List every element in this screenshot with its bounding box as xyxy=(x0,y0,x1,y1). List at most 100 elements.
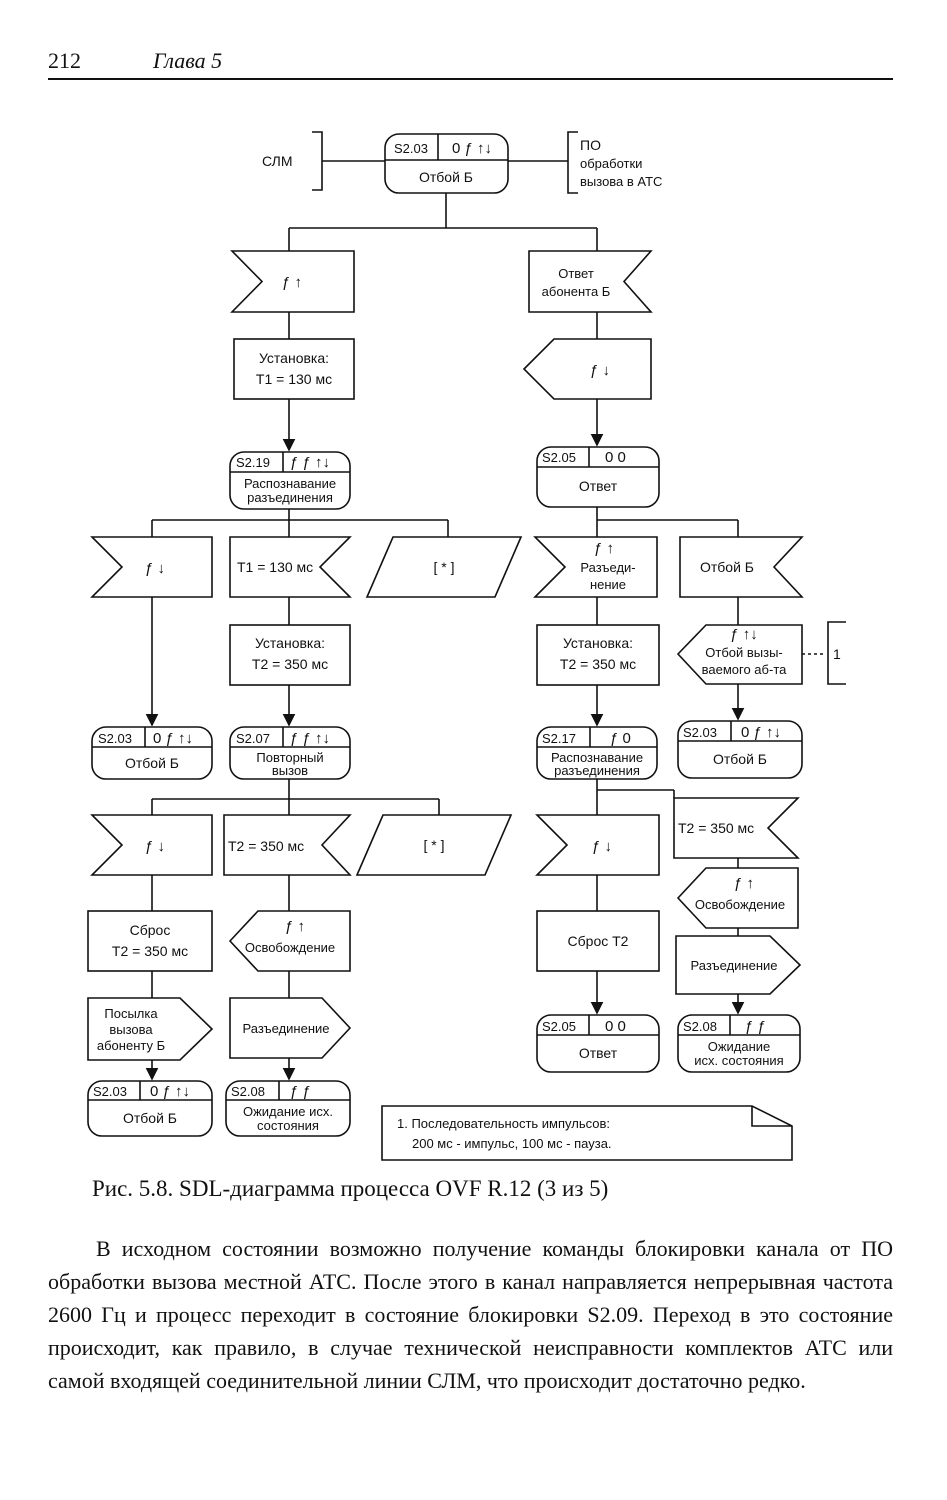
external-po-label-2: обработки xyxy=(580,156,642,171)
input-in2-line1: Ответ xyxy=(558,266,594,281)
input-in4 xyxy=(229,536,352,598)
figure-caption: Рис. 5.8. SDL-диаграмма процесса OVF R.1… xyxy=(92,1176,609,1201)
output-o2-line2: Отбой вызы- xyxy=(705,645,783,660)
save-sv2-label: [ * ] xyxy=(423,837,444,853)
task-t3 xyxy=(536,624,660,686)
task-t5-label: Сброс Т2 xyxy=(568,933,629,949)
state-s9 xyxy=(225,1080,351,1137)
input-in5-line2: Разъеди- xyxy=(580,560,635,575)
output-o2-line1: ƒ ↑↓ xyxy=(730,626,758,643)
save-sv2 xyxy=(355,814,513,876)
state-s10-signal: 0 0 xyxy=(605,1018,626,1035)
input-in1-label: ƒ ↑ xyxy=(282,274,302,291)
state-s3-signal: 0 0 xyxy=(605,449,626,466)
note-line1: 1. Последовательность импульсов: xyxy=(397,1116,610,1131)
state-s6-name-1: Распознавание xyxy=(551,750,643,765)
state-s7-code: S2.03 xyxy=(683,725,717,740)
output-o4 xyxy=(228,910,351,972)
state-s9-signal: ƒ ƒ xyxy=(290,1083,311,1100)
state-s5-signal: ƒ ƒ ↑↓ xyxy=(290,730,330,747)
input-in9-label: ƒ ↓ xyxy=(592,838,612,855)
state-s3 xyxy=(536,446,660,508)
state-s1-name: Отбой Б xyxy=(419,169,473,185)
input-in6-label: Отбой Б xyxy=(700,559,754,575)
output-o7 xyxy=(675,935,802,995)
task-t1-line2: Т1 = 130 мс xyxy=(256,371,332,387)
state-s2-name-2: разъединения xyxy=(247,490,333,505)
input-in7-label: ƒ ↓ xyxy=(145,838,165,855)
state-s6-code: S2.17 xyxy=(542,731,576,746)
save-sv1 xyxy=(365,536,523,598)
sdl-diagram: СЛМ ПО обработки вызова в АТС S2.03 0 ƒ … xyxy=(87,131,846,1161)
output-o4-line2: Освобождение xyxy=(245,940,335,955)
state-s2-code: S2.19 xyxy=(236,455,270,470)
state-s4 xyxy=(91,726,213,780)
state-s11-code: S2.08 xyxy=(683,1019,717,1034)
input-in10 xyxy=(673,797,800,859)
state-s7-signal: 0 ƒ ↑↓ xyxy=(741,724,781,741)
note-line2: 200 мс - импульс, 100 мс - пауза. xyxy=(412,1136,612,1151)
state-s1-signal: 0 ƒ ↑↓ xyxy=(452,140,492,157)
output-o3 xyxy=(87,997,214,1061)
task-t4-line2: Т2 = 350 мс xyxy=(112,943,188,959)
output-o3-line1: Посылка xyxy=(104,1006,158,1021)
state-s4-code: S2.03 xyxy=(98,731,132,746)
task-t1 xyxy=(233,338,355,400)
external-po xyxy=(508,131,578,194)
state-s10-name: Ответ xyxy=(579,1045,618,1061)
external-slm-label: СЛМ xyxy=(262,153,293,169)
state-s4-name: Отбой Б xyxy=(125,755,179,771)
state-s7 xyxy=(677,720,803,779)
input-in2 xyxy=(528,250,653,313)
task-t2 xyxy=(229,624,351,686)
state-s8-code: S2.03 xyxy=(93,1084,127,1099)
output-o5 xyxy=(229,997,352,1059)
input-in5-line1: ƒ ↑ xyxy=(594,540,614,557)
state-s2 xyxy=(229,451,351,510)
input-in5 xyxy=(533,536,658,598)
output-o5-label: Разъединение xyxy=(243,1021,330,1036)
state-s5-code: S2.07 xyxy=(236,731,270,746)
state-s8 xyxy=(87,1080,213,1137)
state-s9-name-2: состояния xyxy=(257,1118,319,1133)
input-in6 xyxy=(679,536,804,598)
task-t5 xyxy=(536,910,660,972)
output-o4-line1: ƒ ↑ xyxy=(285,918,305,935)
state-s11-signal: ƒ ƒ xyxy=(745,1018,766,1035)
task-t4 xyxy=(87,910,213,972)
output-o3-line2: вызова xyxy=(109,1022,153,1037)
page-header: 212 Глава 5 xyxy=(48,44,893,80)
page-number: 212 xyxy=(48,48,81,73)
state-s6-signal: ƒ 0 xyxy=(610,730,631,747)
state-s5 xyxy=(229,726,351,780)
save-sv1-label: [ * ] xyxy=(433,559,454,575)
input-in4-label: Т1 = 130 мс xyxy=(237,559,313,575)
output-o6-line1: ƒ ↑ xyxy=(734,875,754,892)
state-s11-name-2: исх. состояния xyxy=(694,1053,783,1068)
task-t2-line1: Установка: xyxy=(255,635,325,651)
state-s3-code: S2.05 xyxy=(542,450,576,465)
state-s3-name: Ответ xyxy=(579,478,618,494)
output-o1 xyxy=(522,338,652,400)
task-t1-line1: Установка: xyxy=(259,350,329,366)
state-s9-name-1: Ожидание исх. xyxy=(243,1104,333,1119)
body-paragraph: В исходном состоянии возможно получение … xyxy=(48,1236,893,1393)
external-po-label-3: вызова в АТС xyxy=(580,174,662,189)
output-o6-line2: Освобождение xyxy=(695,897,785,912)
state-s9-code: S2.08 xyxy=(231,1084,265,1099)
state-s8-signal: 0 ƒ ↑↓ xyxy=(150,1083,190,1100)
state-s7-name: Отбой Б xyxy=(713,751,767,767)
input-in8 xyxy=(223,814,352,876)
input-in1 xyxy=(230,250,355,313)
state-s2-signal: ƒ ƒ ↑↓ xyxy=(290,454,330,471)
state-s5-name-1: Повторный xyxy=(256,750,323,765)
output-o7-label: Разъединение xyxy=(691,958,778,973)
state-s2-name-1: Распознавание xyxy=(244,476,336,491)
output-o3-line3: абоненту Б xyxy=(97,1038,165,1053)
state-s5-name-2: вызов xyxy=(272,763,308,778)
state-s1-code: S2.03 xyxy=(394,141,428,156)
output-o1-label: ƒ ↓ xyxy=(590,362,610,379)
state-s11-name-1: Ожидание xyxy=(708,1039,771,1054)
state-s10 xyxy=(536,1014,660,1073)
input-in3-label: ƒ ↓ xyxy=(145,560,165,577)
